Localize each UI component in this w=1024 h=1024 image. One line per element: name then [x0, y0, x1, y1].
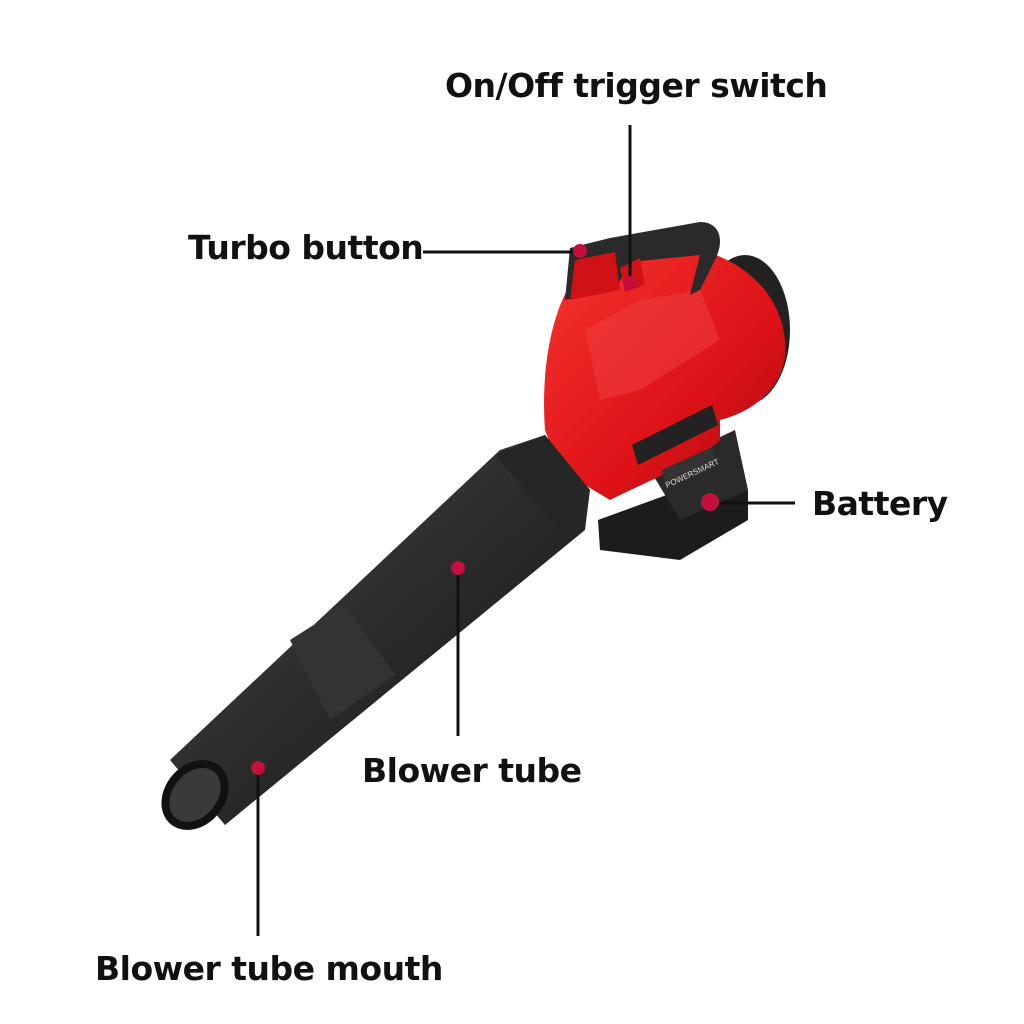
- tube-marker: [451, 561, 465, 575]
- blower-tube: [161, 435, 590, 830]
- battery-pack: [598, 430, 748, 560]
- motor-housing: POWERSMART: [544, 250, 790, 500]
- trigger-marker: [623, 276, 637, 290]
- callout-lines: [256, 125, 795, 936]
- label-blower-tube: Blower tube: [362, 751, 582, 790]
- battery-marker: [701, 493, 719, 511]
- label-battery: Battery: [812, 484, 948, 523]
- label-turbo-button: Turbo button: [188, 228, 424, 267]
- turbo-marker: [573, 244, 587, 258]
- label-blower-tube-mouth: Blower tube mouth: [95, 949, 443, 988]
- mouth-marker: [251, 761, 265, 775]
- label-trigger-switch: On/Off trigger switch: [445, 66, 828, 105]
- handle: [565, 222, 720, 300]
